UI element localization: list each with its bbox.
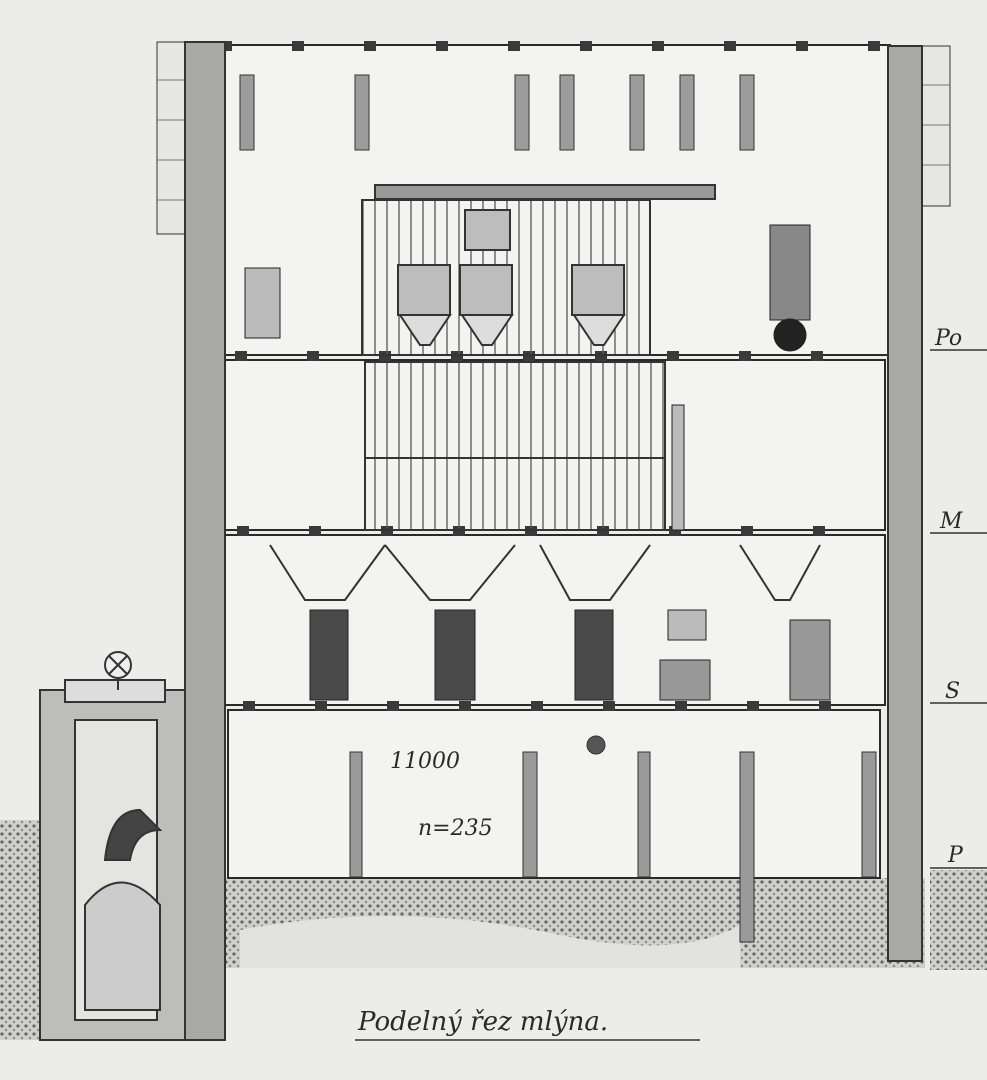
level-markers [930, 349, 987, 869]
beam [675, 701, 687, 711]
elevator-head [629, 74, 645, 151]
beam [459, 701, 471, 711]
beam [819, 701, 831, 711]
floor-label-sifter: S [945, 679, 960, 704]
floor-label-mill: M [939, 509, 963, 534]
dimension-label: 11000 [390, 749, 460, 774]
machines [244, 224, 811, 531]
beam [364, 41, 376, 51]
beam [237, 526, 249, 536]
beam [796, 41, 808, 51]
turbine-housing [39, 651, 186, 1041]
beam [652, 41, 664, 51]
beam [667, 351, 679, 361]
beam [508, 41, 520, 51]
beam [307, 351, 319, 361]
beam [739, 351, 751, 361]
elevator-head [239, 74, 255, 151]
beam [741, 526, 753, 536]
beam [603, 701, 615, 711]
floor-ground [227, 709, 881, 879]
elevator-head [354, 74, 370, 151]
hoppers [269, 544, 821, 601]
beam [868, 41, 880, 51]
sifter-frame [361, 184, 716, 531]
columns [184, 41, 923, 1041]
floor-label-top: Po [934, 326, 962, 351]
beam [747, 701, 759, 711]
beam [235, 351, 247, 361]
beam [813, 526, 825, 536]
elevator-head [559, 74, 575, 151]
elevator-head [739, 74, 755, 151]
foundation [0, 820, 987, 1040]
beam [531, 701, 543, 711]
beam [669, 526, 681, 536]
speed-label: n=235 [418, 816, 493, 841]
shafts [349, 735, 877, 943]
beam [309, 526, 321, 536]
beam [436, 41, 448, 51]
roller-mills [309, 609, 831, 701]
elevator-heads [239, 74, 755, 151]
beam [243, 701, 255, 711]
beam [315, 701, 327, 711]
elevator-head [514, 74, 530, 151]
beam [811, 351, 823, 361]
floor-label-ground: P [947, 843, 964, 868]
drawing-title: Podelný řez mlýna. [357, 1007, 608, 1037]
beam [292, 41, 304, 51]
elevator-head [679, 74, 695, 151]
beam [724, 41, 736, 51]
beam [387, 701, 399, 711]
beam [580, 41, 592, 51]
